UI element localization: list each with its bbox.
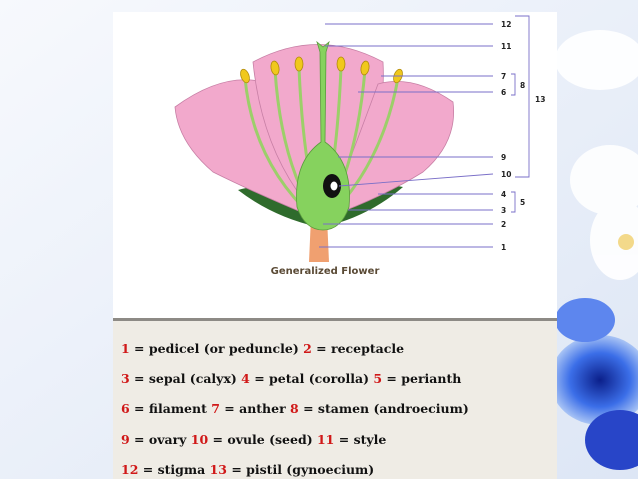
callout-7: 7 xyxy=(501,72,506,81)
legend-number: 2 xyxy=(303,341,312,356)
legend-term: = perianth xyxy=(382,371,462,386)
callout-lines xyxy=(319,23,494,248)
legend-number: 9 xyxy=(121,432,130,447)
legend-line: 12 = stigma 13 = pistil (gynoecium) xyxy=(121,462,374,477)
callout-6: 6 xyxy=(501,88,506,97)
legend-line: 3 = sepal (calyx) 4 = petal (corolla) 5 … xyxy=(121,371,461,386)
white-flower-petals xyxy=(555,30,638,280)
legend-number: 12 xyxy=(121,462,139,477)
callout-numbers: 12 11 7 6 9 10 4 3 2 1 xyxy=(501,20,511,252)
callout-2: 2 xyxy=(501,220,506,229)
legend-term: = petal (corolla) xyxy=(249,371,374,386)
legend-term: = stigma xyxy=(138,462,210,477)
diagram-panel: 12 11 7 6 9 10 4 3 2 1 8 13 5 Generalize… xyxy=(113,12,557,318)
legend-line: 1 = pedicel (or peduncle) 2 = receptacle xyxy=(121,341,404,356)
legend-number: 11 xyxy=(316,432,335,447)
blue-flower xyxy=(550,298,638,470)
legend-term: = anther xyxy=(219,401,291,416)
legend-number: 13 xyxy=(209,462,227,477)
flower-diagram: 12 11 7 6 9 10 4 3 2 1 8 13 5 xyxy=(174,15,545,262)
sepal-left xyxy=(238,187,318,227)
bracket-5: 5 xyxy=(520,198,525,207)
legend-number: 5 xyxy=(373,371,383,386)
legend-number: 8 xyxy=(290,401,299,416)
legend-term: = style xyxy=(334,432,387,447)
legend-term: = receptacle xyxy=(311,341,405,356)
bracket-13: 13 xyxy=(535,95,545,104)
legend-number: 7 xyxy=(211,401,220,416)
callout-12: 12 xyxy=(501,20,511,29)
brackets xyxy=(511,15,530,213)
legend-term: = pedicel (or peduncle) xyxy=(129,341,304,356)
legend-term: = pistil (gynoecium) xyxy=(226,462,375,477)
legend-term: = ovule (seed) xyxy=(208,432,317,447)
callout-3: 3 xyxy=(501,206,506,215)
callout-1: 1 xyxy=(501,243,506,252)
legend-panel: 1 = pedicel (or peduncle) 2 = receptacle… xyxy=(113,318,557,479)
callout-11: 11 xyxy=(501,42,511,51)
legend-number: 6 xyxy=(121,401,130,416)
bracket-8: 8 xyxy=(520,81,525,90)
legend-term: = ovary xyxy=(129,432,191,447)
callout-9: 9 xyxy=(501,153,506,162)
legend-line: 6 = filament 7 = anther 8 = stamen (andr… xyxy=(121,401,469,416)
legend-line: 9 = ovary 10 = ovule (seed) 11 = style xyxy=(121,432,386,447)
legend-term: = sepal (calyx) xyxy=(129,371,242,386)
legend-term: = filament xyxy=(129,401,212,416)
callout-4: 4 xyxy=(501,190,506,199)
legend-number: 1 xyxy=(121,341,130,356)
legend-number: 4 xyxy=(241,371,250,386)
diagram-caption: Generalized Flower xyxy=(270,266,380,277)
callout-10: 10 xyxy=(501,170,511,179)
legend-number: 10 xyxy=(190,432,209,447)
legend-number: 3 xyxy=(121,371,130,386)
legend-term: = stamen (androecium) xyxy=(298,401,469,416)
